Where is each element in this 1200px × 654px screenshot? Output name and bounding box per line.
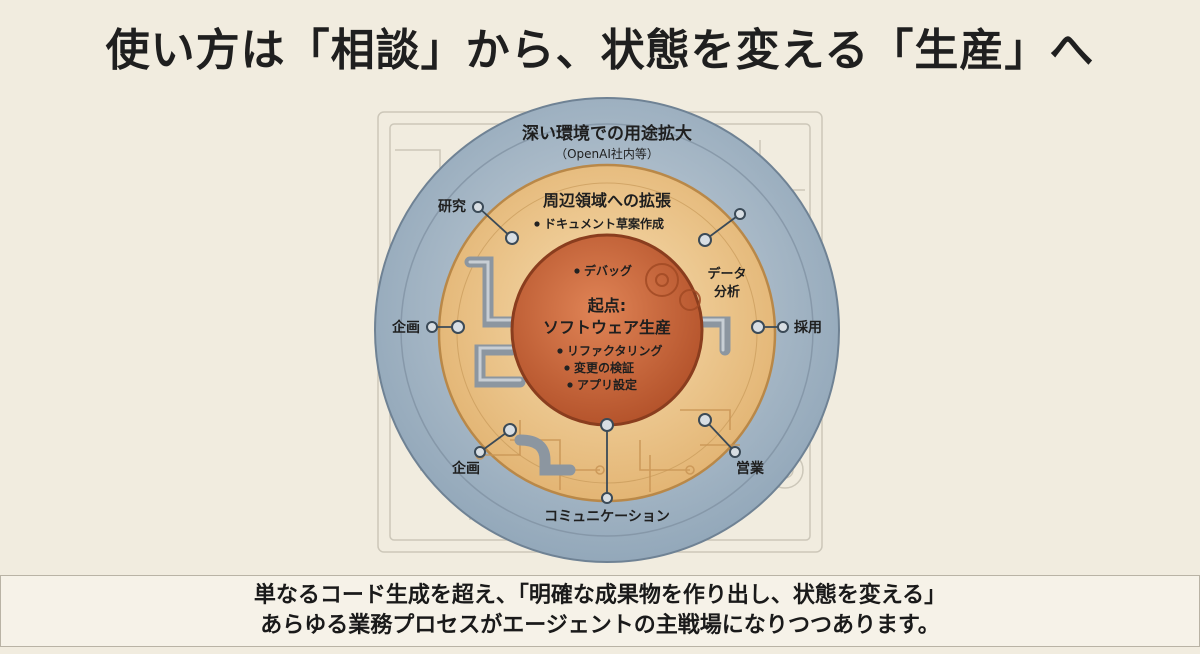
core-title-2: ソフトウェア生産 [543, 318, 671, 337]
connector-nodes [426, 201, 789, 504]
label-hiring: 採用 [794, 319, 822, 336]
label-data-analysis-2: 分析 [714, 284, 740, 300]
label-planning-left: 企画 [391, 319, 420, 336]
outer-ring-subtitle: （OpenAI社内等） [555, 146, 659, 161]
label-doc-draft: ドキュメント草案作成 [544, 216, 664, 231]
outer-ring-title: 深い環境での用途拡大 [522, 123, 692, 144]
core-title-1: 起点: [587, 296, 626, 315]
label-planning-bottom-left: 企画 [451, 460, 480, 477]
bullets [534, 221, 580, 388]
label-refactoring: リファクタリング [567, 343, 663, 358]
middle-ring-title: 周辺領域への拡張 [543, 191, 672, 210]
label-debug: デバッグ [584, 263, 632, 278]
slide-title: 使い方は「相談」から、状態を変える「生産」へ [105, 25, 1095, 76]
label-verify: 変更の検証 [574, 360, 634, 375]
summary-line-1: 単なるコード生成を超え、「明確な成果物を作り出し、状態を変える」 [253, 583, 947, 608]
summary-line-2: あらゆる業務プロセスがエージェントの主戦場になりつつあります。 [260, 613, 940, 638]
summary-box: 単なるコード生成を超え、「明確な成果物を作り出し、状態を変える」 あらゆる業務プ… [0, 575, 1200, 647]
gear-icon [645, 263, 701, 311]
label-app-config: アプリ設定 [577, 377, 637, 392]
label-research: 研究 [438, 198, 466, 215]
label-sales: 営業 [736, 460, 765, 477]
label-data-analysis-1: データ [707, 266, 746, 282]
label-communication: コミュニケーション [544, 509, 670, 525]
